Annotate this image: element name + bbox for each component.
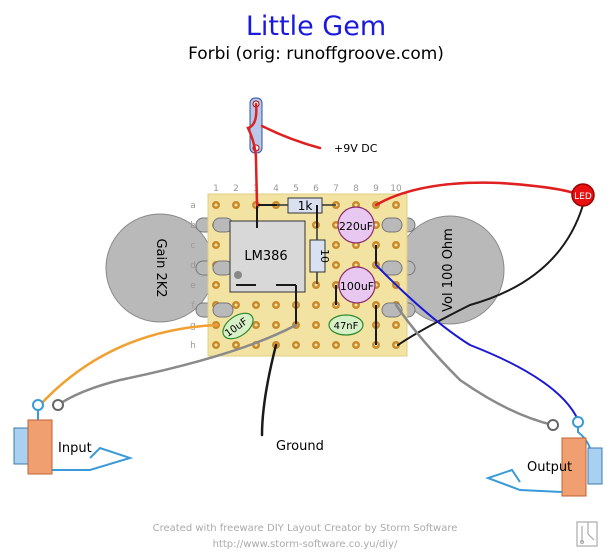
led-label: LED [574, 192, 592, 202]
pad-hole [394, 203, 398, 207]
column-label: 4 [273, 184, 279, 194]
pad-hole [314, 283, 318, 287]
pad-hole [334, 223, 338, 227]
board-jumpers [236, 204, 377, 345]
pad-hole [374, 223, 378, 227]
row-label: d [190, 261, 196, 271]
pad-hole [354, 263, 358, 267]
pad-hole [354, 243, 358, 247]
storm-logo-icon [576, 521, 598, 547]
capacitor-47nf-label: 47nF [334, 321, 359, 332]
resistor-1k: 1k [277, 197, 336, 214]
row-label: b [190, 221, 196, 231]
resistor-10: 10 [309, 228, 331, 284]
column-label: 5 [293, 184, 299, 194]
capacitor-220uf-label: 220uF [339, 220, 373, 233]
capacitor-10uf: 10uF [222, 312, 254, 340]
input-jack [13, 399, 134, 475]
row-label: c [191, 241, 196, 251]
lm386-chip: LM386 [229, 220, 306, 293]
column-label: 2 [233, 184, 239, 194]
pad-hole [294, 343, 298, 347]
pad-hole [234, 303, 238, 307]
capacitor-100uf: 100uF [338, 266, 376, 304]
pad-hole [234, 203, 238, 207]
power-label: +9V DC [334, 142, 378, 155]
pad-hole [234, 343, 238, 347]
capacitor-47nf: 47nF [328, 314, 364, 336]
pad-hole [214, 343, 218, 347]
diagram-title: Little Gem [246, 11, 386, 42]
column-label: 7 [333, 184, 339, 194]
diagram-subtitle: Forbi (orig: runoffgroove.com) [188, 44, 444, 64]
row-label: e [190, 281, 196, 291]
output-jack [485, 416, 603, 497]
input-label: Input [58, 441, 92, 456]
pad-hole [394, 343, 398, 347]
capacitor-100uf-label: 100uF [340, 280, 374, 293]
pad-hole [394, 243, 398, 247]
pad-hole [314, 343, 318, 347]
pad-hole [334, 263, 338, 267]
pad-hole [354, 343, 358, 347]
pad-hole [274, 323, 278, 327]
led: LED [571, 183, 595, 207]
pad-hole [274, 303, 278, 307]
pad-hole [214, 283, 218, 287]
pad-hole [214, 203, 218, 207]
output-label: Output [527, 460, 572, 475]
volume-pot-label: Vol 100 Ohm [441, 228, 456, 312]
column-label: 8 [353, 184, 359, 194]
row-label: h [190, 341, 196, 351]
pad-hole [314, 323, 318, 327]
column-label: 1 [213, 184, 219, 194]
gain-pot-label: Gain 2K2 [153, 238, 168, 297]
column-label: 6 [313, 184, 319, 194]
capacitor-220uf: 220uF [337, 206, 375, 244]
resistor-1k-label: 1k [298, 199, 313, 213]
pad-hole [314, 303, 318, 307]
pad-hole [334, 243, 338, 247]
row-label: a [190, 201, 196, 211]
pad-hole [354, 303, 358, 307]
row-label: f [191, 301, 195, 311]
pad-hole [254, 323, 258, 327]
ground-label: Ground [276, 439, 324, 454]
pad-hole [354, 203, 358, 207]
pad-hole [334, 343, 338, 347]
footer-credit: Created with freeware DIY Layout Creator… [153, 523, 458, 534]
pad-hole [394, 323, 398, 327]
column-label: 9 [373, 184, 379, 194]
footer-url: http://www.storm-software.co.yu/diy/ [213, 539, 398, 550]
column-label: 10 [390, 184, 402, 194]
pad-hole [254, 303, 258, 307]
lm386-label: LM386 [244, 249, 287, 264]
pad-hole [214, 243, 218, 247]
resistor-10-label: 10 [318, 249, 331, 263]
